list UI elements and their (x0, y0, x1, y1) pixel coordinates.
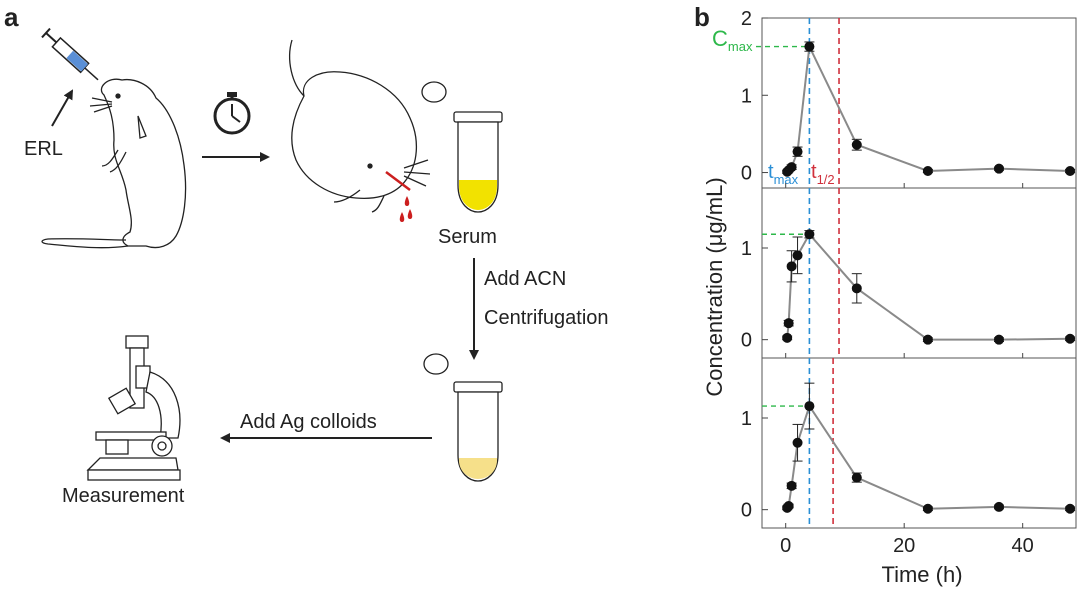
tube-icon (423, 353, 503, 482)
data-point (783, 318, 794, 329)
y-tick-label: 1 (741, 238, 752, 260)
data-point (993, 163, 1004, 174)
data-point (1065, 333, 1076, 344)
data-point (786, 480, 797, 491)
tube-icon (421, 81, 503, 213)
data-point (792, 437, 803, 448)
data-point (922, 334, 933, 345)
y-tick-label: 1 (741, 85, 752, 107)
panel-b-label: b (694, 2, 710, 32)
step-centrifugation-label: Centrifugation (484, 307, 609, 329)
data-point (792, 250, 803, 261)
panel-a: a ERL (4, 2, 609, 507)
data-point (1065, 166, 1076, 176)
data-point (922, 166, 933, 176)
syringe-icon (41, 27, 99, 81)
x-tick-label: 20 (893, 535, 915, 557)
x-tick-label: 0 (780, 535, 791, 557)
y-tick-label: 1 (741, 408, 752, 430)
data-point (786, 261, 797, 272)
series-line (786, 403, 1071, 510)
y-tick-label: 0 (741, 500, 752, 522)
data-point (783, 501, 794, 511)
data-point (993, 334, 1004, 345)
x-tick-label: 40 (1012, 535, 1034, 557)
y-axis-label: Concentration (μg/mL) (702, 177, 727, 396)
tmax-label: tmax (768, 161, 799, 187)
plot-frame (761, 357, 1077, 529)
y-tick-label: 2 (741, 8, 752, 30)
stopwatch-icon (213, 92, 251, 135)
microscope-icon (86, 335, 181, 481)
series-line (786, 232, 1071, 341)
data-point (804, 401, 815, 412)
step-ag-label: Add Ag colloids (240, 411, 377, 433)
data-point (922, 503, 933, 514)
data-point (804, 41, 815, 52)
data-point (851, 472, 862, 483)
rat-icon (41, 78, 187, 249)
panel-b: b Concentration (μg/mL) Time (h) Cmax tm… (694, 2, 1077, 587)
cmax-label: Cmax (712, 26, 753, 54)
data-point (993, 501, 1004, 512)
series-line (786, 43, 1071, 173)
measurement-label: Measurement (62, 485, 185, 507)
data-point (786, 162, 797, 173)
y-tick-label: 0 (741, 163, 752, 185)
serum-label: Serum (438, 226, 497, 248)
data-point (851, 283, 862, 294)
y-tick-label: 0 (741, 330, 752, 352)
data-point (782, 332, 793, 343)
erl-label: ERL (24, 138, 63, 160)
blood-drop-icon (399, 196, 413, 222)
step-acn-label: Add ACN (484, 268, 566, 290)
data-point (1065, 503, 1076, 514)
panel-a-label: a (4, 2, 19, 32)
thalf-label: t1/2 (811, 161, 835, 187)
x-axis-label: Time (h) (881, 562, 962, 587)
data-point (851, 139, 862, 150)
mouse-icon (289, 39, 431, 213)
data-point (804, 229, 815, 240)
data-point (792, 146, 803, 157)
